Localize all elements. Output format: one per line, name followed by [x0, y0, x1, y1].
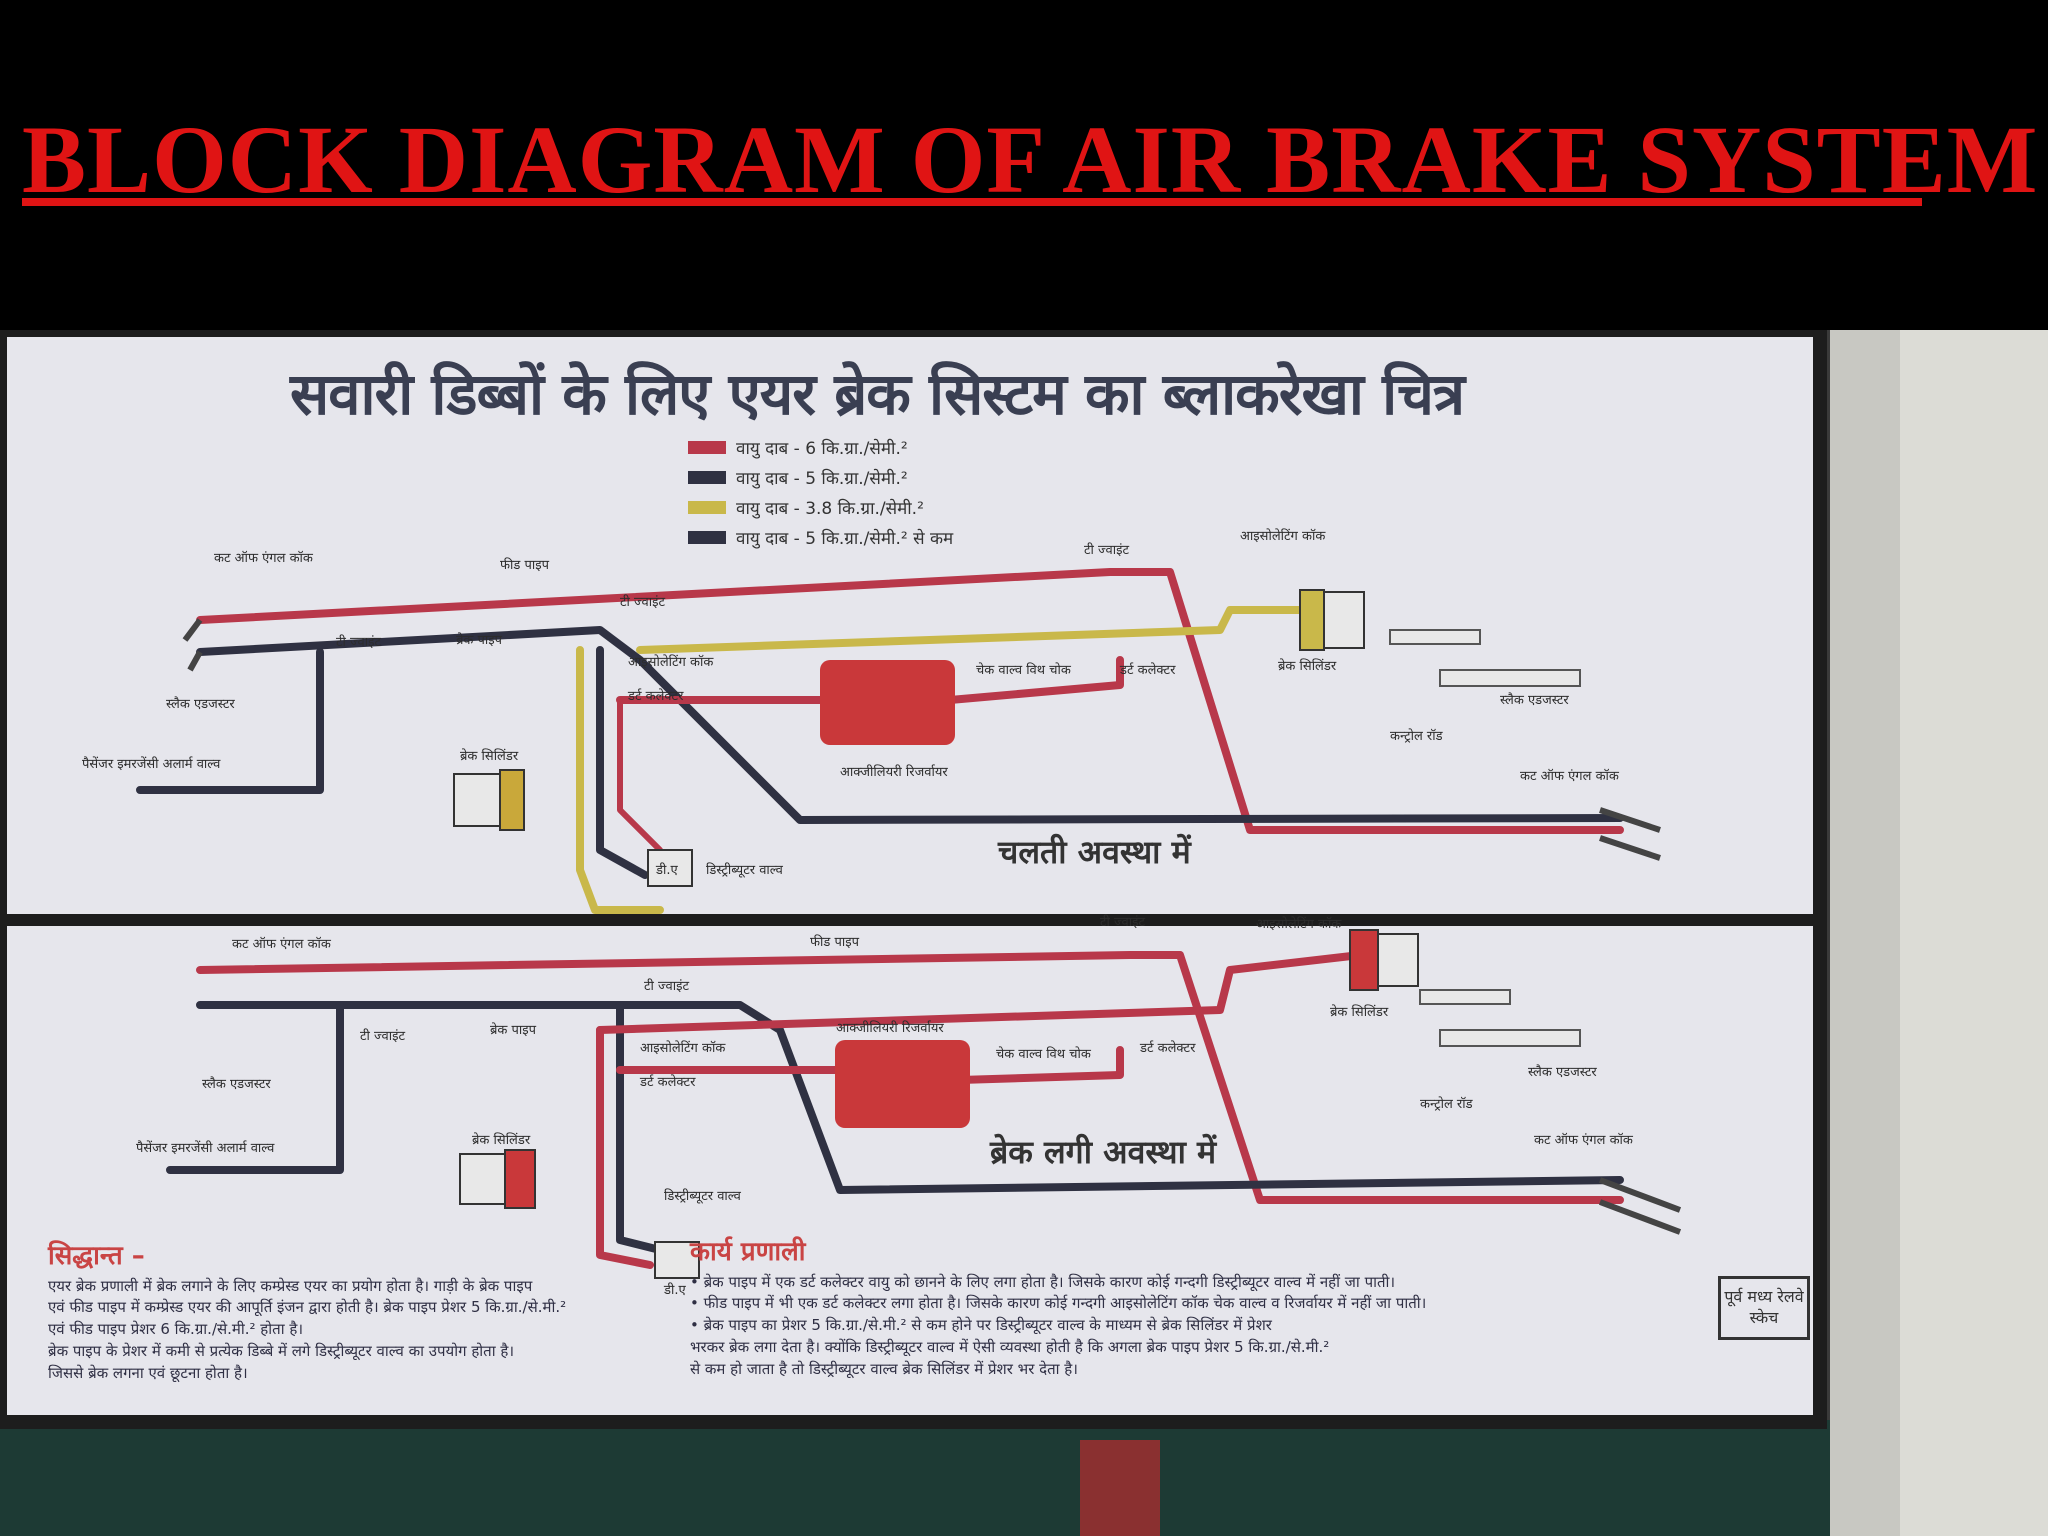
bottom-brake-cylinder-left — [504, 1149, 536, 1209]
top-aux-reservoir — [820, 660, 955, 745]
label-dirt-collector: डर्ट कलेक्टर — [1120, 663, 1176, 678]
label-feed-pipe: फीड पाइप — [500, 558, 549, 573]
principle-line: ब्रेक पाइप के प्रेशर में कमी से प्रत्येक… — [48, 1341, 515, 1360]
label-da: डी.ए — [656, 863, 678, 878]
bottom-distributor-valve — [654, 1241, 700, 1279]
principle-line: एवं फीड पाइप प्रेशर 6 कि.ग्रा./से.मी.² ह… — [48, 1320, 304, 1339]
principle-line: जिससे ब्रेक लगना एवं छूटना होता है। — [48, 1363, 248, 1382]
principle-heading: सिद्धान्त – — [48, 1241, 145, 1271]
label-dirt-collector: डर्ट कलेक्टर — [640, 1075, 696, 1090]
label-brake-pipe: ब्रेक पाइप — [490, 1023, 537, 1038]
operation-line: • ब्रेक पाइप में एक डर्ट कलेक्टर वायु को… — [690, 1272, 1396, 1291]
legend-label: वायु दाब - 5 कि.ग्रा./सेमी.² — [736, 468, 908, 489]
top-panel-pipes — [136, 568, 1624, 914]
bottom-state-label: ब्रेक लगी अवस्था में — [990, 1133, 1217, 1171]
board-diagram — [0, 330, 2048, 1536]
label-slack-adjuster: स्लैक एडजस्टर — [1528, 1065, 1597, 1080]
label-check-valve: चेक वाल्व विथ चोक — [976, 663, 1071, 678]
label-tee-joint: टी ज्वाइंट — [1084, 543, 1130, 558]
aux-pipe-line — [576, 646, 664, 914]
legend-item: वायु दाब - 3.8 कि.ग्रा./सेमी.² — [688, 492, 953, 522]
door-panel — [0, 1420, 1830, 1536]
top-brake-cylinder-left — [499, 769, 525, 831]
title-underline — [22, 198, 1922, 206]
label-isolating-cock: आइसोलेटिंग कॉक — [628, 655, 714, 670]
legend: वायु दाब - 6 कि.ग्रा./सेमी.² वायु दाब - … — [688, 432, 953, 552]
principle-line: एयर ब्रेक प्रणाली में ब्रेक लगाने के लिए… — [48, 1276, 533, 1295]
label-da: डी.ए — [664, 1283, 686, 1298]
legend-item: वायु दाब - 6 कि.ग्रा./सेमी.² — [688, 432, 953, 462]
legend-item: वायु दाब - 5 कि.ग्रा./सेमी.² — [688, 462, 953, 492]
operation-line: • फीड पाइप में भी एक डर्ट कलेक्टर लगा हो… — [690, 1294, 1427, 1313]
top-distributor-valve — [647, 849, 693, 887]
slide-title: BLOCK DIAGRAM OF AIR BRAKE SYSTEM — [22, 106, 2039, 213]
legend-label: वायु दाब - 5 कि.ग्रा./सेमी.² से कम — [736, 528, 954, 549]
label-angle-cock: कट ऑफ एंगल कॉक — [232, 937, 331, 952]
label-angle-cock: कट ऑफ एंगल कॉक — [1534, 1133, 1633, 1148]
label-emergency-valve: पैसेंजर इमरजेंसी अलार्म वाल्व — [82, 757, 221, 772]
bottom-brake-cylinder-right — [1349, 929, 1379, 991]
label-isolating-cock: आइसोलेटिंग कॉक — [1256, 917, 1342, 932]
label-lever: कन्ट्रोल रॉड — [1390, 729, 1443, 744]
label-angle-cock: कट ऑफ एंगल कॉक — [214, 551, 313, 566]
top-state-label: चलती अवस्था में — [998, 833, 1191, 871]
feed-pipe-line — [196, 568, 1624, 834]
label-angle-cock: कट ऑफ एंगल कॉक — [1520, 769, 1619, 784]
label-slack-adjuster: स्लैक एडजस्टर — [166, 697, 235, 712]
label-distributor-valve: डिस्ट्रीब्यूटर वाल्व — [706, 863, 783, 878]
board-title: सवारी डिब्बों के लिए एयर ब्रेक सिस्टम का… — [290, 360, 1465, 428]
label-tee-joint: टी ज्वाइंट — [1100, 915, 1146, 930]
label-brake-pipe: ब्रेक पाइप — [456, 633, 503, 648]
legend-label: वायु दाब - 6 कि.ग्रा./सेमी.² — [736, 438, 908, 459]
operation-notes: कार्य प्रणाली • ब्रेक पाइप में एक डर्ट क… — [690, 1234, 1710, 1380]
label-feed-pipe: फीड पाइप — [810, 935, 859, 950]
label-lever: कन्ट्रोल रॉड — [1420, 1097, 1473, 1112]
board-frame — [0, 330, 1827, 1429]
principle-notes: सिद्धान्त – एयर ब्रेक प्रणाली में ब्रेक … — [48, 1238, 608, 1384]
legend-swatch — [688, 530, 726, 544]
operation-heading: कार्य प्रणाली — [690, 1237, 806, 1267]
label-tee-joint: टी ज्वाइंट — [336, 635, 382, 650]
label-dirt-collector: डर्ट कलेक्टर — [1140, 1041, 1196, 1056]
legend-swatch — [688, 500, 726, 514]
operation-line: से कम हो जाता है तो डिस्ट्रीब्यूटर वाल्व… — [690, 1359, 1078, 1378]
label-isolating-cock: आइसोलेटिंग कॉक — [640, 1041, 726, 1056]
label-tee-joint: टी ज्वाइंट — [620, 595, 666, 610]
legend-label: वायु दाब - 3.8 कि.ग्रा./सेमी.² — [736, 498, 924, 519]
label-isolating-cock: आइसोलेटिंग कॉक — [1240, 529, 1326, 544]
railway-stamp: पूर्व मध्य रेलवे स्केच — [1718, 1276, 1810, 1340]
label-brake-cylinder: ब्रेक सिलिंडर — [1278, 659, 1337, 674]
board-photo: सवारी डिब्बों के लिए एयर ब्रेक सिस्टम का… — [0, 330, 2048, 1536]
label-slack-adjuster: स्लैक एडजस्टर — [202, 1077, 271, 1092]
label-brake-cylinder: ब्रेक सिलिंडर — [1330, 1005, 1389, 1020]
label-dirt-collector: डर्ट कलेक्टर — [628, 689, 684, 704]
label-distributor-valve: डिस्ट्रीब्यूटर वाल्व — [664, 1189, 741, 1204]
top-brake-cylinder-right — [1299, 589, 1325, 651]
operation-line: • ब्रेक पाइप का प्रेशर 5 कि.ग्रा./से.मी.… — [690, 1316, 1272, 1335]
label-emergency-valve: पैसेंजर इमरजेंसी अलार्म वाल्व — [136, 1141, 275, 1156]
legend-swatch — [688, 440, 726, 454]
label-tee-joint: टी ज्वाइंट — [360, 1029, 406, 1044]
principle-line: एवं फीड पाइप में कम्प्रेस्ड एयर की आपूर्… — [48, 1298, 567, 1317]
legend-swatch — [688, 470, 726, 484]
bottom-panel-pipes — [166, 951, 1624, 1269]
label-aux-reservoir: आक्जीलियरी रिजर्वायर — [836, 1021, 944, 1036]
brake-pipe-line — [196, 626, 1624, 824]
operation-line: भरकर ब्रेक लगा देता है। क्योंकि डिस्ट्री… — [690, 1337, 1330, 1356]
label-slack-adjuster: स्लैक एडजस्टर — [1500, 693, 1569, 708]
label-brake-cylinder: ब्रेक सिलिंडर — [460, 749, 519, 764]
label-check-valve: चेक वाल्व विथ चोक — [996, 1047, 1091, 1062]
label-aux-reservoir: आक्जीलियरी रिजर्वायर — [840, 765, 948, 780]
legend-item: वायु दाब - 5 कि.ग्रा./सेमी.² से कम — [688, 522, 953, 552]
label-tee-joint: टी ज्वाइंट — [644, 979, 690, 994]
bottom-aux-reservoir — [835, 1040, 970, 1128]
label-brake-cylinder: ब्रेक सिलिंडर — [472, 1133, 531, 1148]
